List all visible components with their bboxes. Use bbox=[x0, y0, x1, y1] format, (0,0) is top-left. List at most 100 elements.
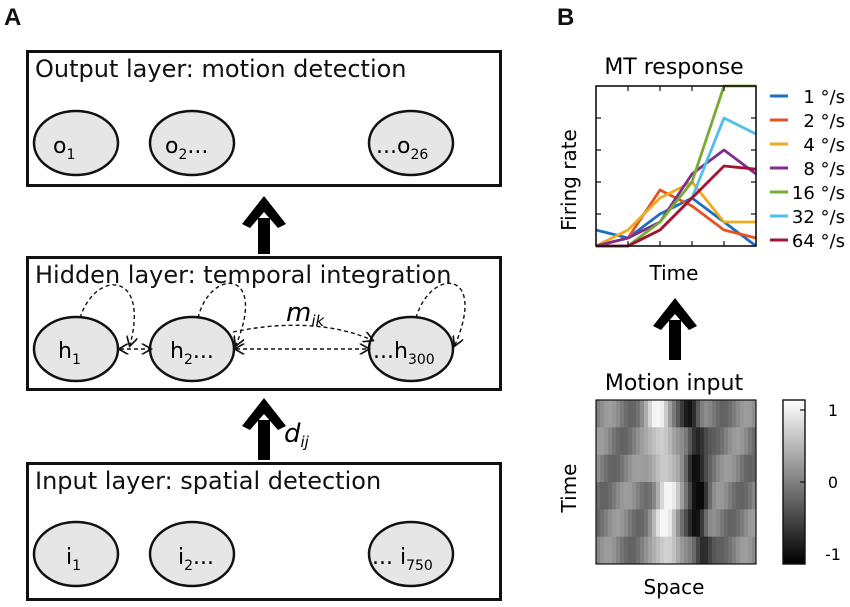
heatmap-cell bbox=[608, 536, 613, 565]
mt-response-title: MT response bbox=[604, 55, 743, 80]
heatmap-cell bbox=[752, 536, 757, 565]
heatmap-cell bbox=[732, 454, 737, 483]
heatmap-cell bbox=[740, 509, 745, 538]
input-node-i1-label: i1 bbox=[66, 545, 81, 574]
heatmap-cell bbox=[728, 454, 733, 483]
heatmap-cell bbox=[644, 427, 649, 456]
heatmap-cell bbox=[620, 509, 625, 538]
heatmap-cell bbox=[700, 509, 705, 538]
heatmap-cell bbox=[716, 482, 721, 510]
heatmap-cell bbox=[628, 482, 633, 510]
output-node-o2-label: o2... bbox=[165, 134, 208, 163]
heatmap-cell bbox=[660, 536, 665, 565]
heatmap-cell bbox=[700, 400, 705, 428]
heatmap-cell bbox=[720, 427, 725, 456]
heatmap-cell bbox=[732, 427, 737, 456]
heatmap-cell bbox=[596, 482, 601, 510]
heatmap-cell bbox=[720, 536, 725, 565]
heatmap-cell bbox=[620, 536, 625, 565]
hidden-layer-box: Hidden layer: temporal integration bbox=[26, 256, 502, 391]
heatmap-cell bbox=[672, 509, 677, 538]
recurrent-weight-label: mik bbox=[286, 298, 325, 330]
colorbar-tick-label-3: -1 bbox=[825, 545, 841, 564]
heatmap-cell bbox=[620, 482, 625, 510]
heatmap-cell bbox=[736, 509, 741, 538]
heatmap-cell bbox=[632, 509, 637, 538]
heatmap-cell bbox=[740, 400, 745, 428]
heatmap-cell bbox=[736, 400, 741, 428]
mt-response-ylabel: Firing rate bbox=[557, 129, 581, 231]
heatmap-cell bbox=[608, 454, 613, 483]
heatmap-cell bbox=[660, 427, 665, 456]
heatmap-cell bbox=[612, 509, 617, 538]
heatmap-cell bbox=[688, 400, 693, 428]
heatmap-cell bbox=[656, 509, 661, 538]
output-layer-title: Output layer: motion detection bbox=[35, 55, 407, 83]
hidden-node-h1 bbox=[32, 315, 120, 383]
heatmap-cell bbox=[728, 400, 733, 428]
heatmap-cell bbox=[604, 536, 609, 565]
heatmap-cell bbox=[712, 400, 717, 428]
heatmap-cell bbox=[632, 482, 637, 510]
input-node-i750 bbox=[367, 520, 455, 588]
heatmap-cell bbox=[700, 536, 705, 565]
heatmap-cell bbox=[644, 509, 649, 538]
heatmap-cell bbox=[708, 482, 713, 510]
heatmap-cell bbox=[636, 454, 641, 483]
heatmap-cell bbox=[740, 427, 745, 456]
heatmap-cell bbox=[664, 454, 669, 483]
mt-legend-label-1: 1 °/s bbox=[803, 87, 845, 108]
output-node-o26 bbox=[367, 109, 455, 177]
heatmap-cell bbox=[640, 454, 645, 483]
heatmap-cell bbox=[732, 400, 737, 428]
heatmap-cell bbox=[744, 427, 749, 456]
heatmap-cell bbox=[704, 454, 709, 483]
heatmap-cell bbox=[644, 454, 649, 483]
input-node-i1 bbox=[32, 520, 120, 588]
heatmap-cell bbox=[668, 427, 673, 456]
heatmap-cell bbox=[692, 536, 697, 565]
colorbar-tick-label-2: 0 bbox=[828, 473, 838, 492]
heatmap-cell bbox=[624, 400, 629, 428]
heatmap-cell bbox=[600, 400, 605, 428]
heatmap-cell bbox=[596, 536, 601, 565]
heatmap-cell bbox=[664, 427, 669, 456]
heatmap-cell bbox=[688, 509, 693, 538]
heatmap-cell bbox=[652, 482, 657, 510]
heatmap-cell bbox=[732, 536, 737, 565]
heatmap-cell bbox=[600, 427, 605, 456]
panel-letter-b: B bbox=[557, 4, 575, 31]
heatmap-cell bbox=[688, 536, 693, 565]
heatmap-cell bbox=[704, 482, 709, 510]
heatmap-cell bbox=[704, 427, 709, 456]
mt-response-plot-area bbox=[595, 84, 757, 248]
heatmap-cell bbox=[708, 454, 713, 483]
heatmap-cell bbox=[668, 454, 673, 483]
heatmap-cell bbox=[668, 536, 673, 565]
heatmap-cell bbox=[656, 400, 661, 428]
self-loop-h1 bbox=[79, 284, 134, 345]
heatmap-cell bbox=[696, 400, 701, 428]
heatmap-cell bbox=[688, 427, 693, 456]
output-node-o1 bbox=[32, 109, 120, 177]
heatmap-cell bbox=[672, 454, 677, 483]
heatmap-cell bbox=[640, 509, 645, 538]
heatmap-cell bbox=[616, 427, 621, 456]
heatmap-cell bbox=[660, 400, 665, 428]
heatmap-cell bbox=[664, 482, 669, 510]
heatmap-cell bbox=[648, 482, 653, 510]
heatmap-cell bbox=[600, 509, 605, 538]
heatmap-cell bbox=[604, 400, 609, 428]
heatmap-cell bbox=[752, 454, 757, 483]
heatmap-cell bbox=[608, 482, 613, 510]
heatmap-cell bbox=[624, 482, 629, 510]
feedforward-weight-label: dij bbox=[284, 419, 310, 451]
heatmap-cell bbox=[660, 509, 665, 538]
heatmap-cell bbox=[632, 454, 637, 483]
heatmap-cell bbox=[724, 536, 729, 565]
heatmap-cell bbox=[728, 509, 733, 538]
heatmap-cell bbox=[600, 536, 605, 565]
heatmap-cell bbox=[744, 400, 749, 428]
mt-response-chart: MT response Firing rate Time 1 °/s2 °/s4… bbox=[557, 55, 845, 285]
heatmap-cell bbox=[612, 536, 617, 565]
